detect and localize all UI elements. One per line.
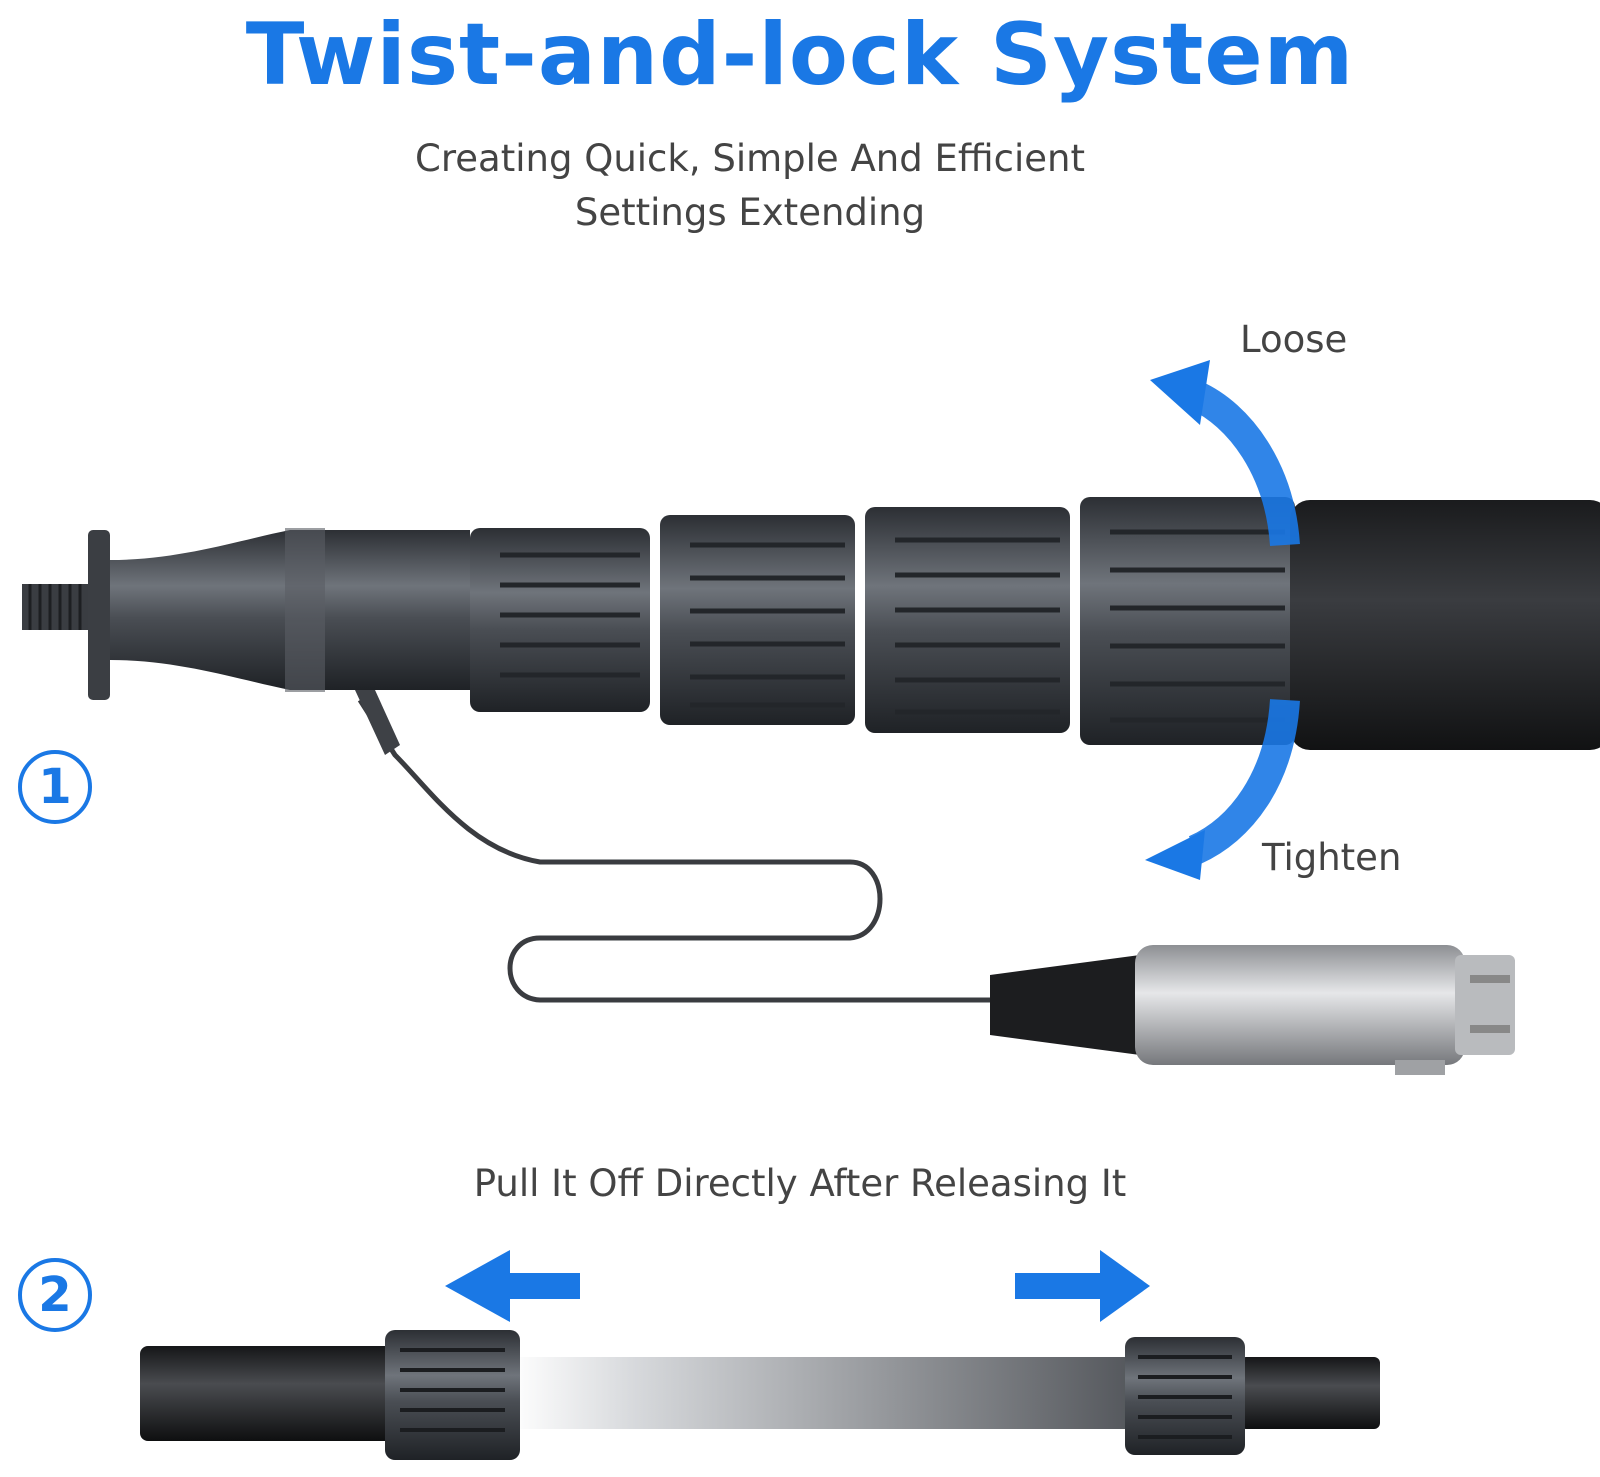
page-subtitle: Creating Quick, Simple And Efficient Set… [350, 132, 1150, 240]
pole-silver-middle [510, 1357, 1130, 1429]
page-title: Twist-and-lock System [245, 5, 1355, 105]
tighten-label: Tighten [1262, 836, 1402, 879]
tighten-arrowhead [1145, 830, 1205, 880]
step-1-badge: 1 [18, 750, 92, 824]
knurled-ring-2 [660, 515, 855, 725]
pole-ring-right [1125, 1337, 1245, 1455]
pole-black-right [1240, 1357, 1380, 1429]
pole-ring-left [385, 1330, 520, 1460]
loose-arrow-icon [1188, 381, 1300, 547]
foam-handle [1290, 500, 1600, 750]
knurled-ring-1 [470, 528, 650, 712]
subtitle-line-2: Settings Extending [574, 191, 926, 234]
pole-black-left [140, 1346, 400, 1441]
knurled-ring-3 [865, 507, 1070, 733]
loose-label: Loose [1240, 318, 1348, 361]
step-2-badge: 2 [18, 1258, 92, 1332]
arrow-left-icon [445, 1250, 580, 1322]
subtitle-line-1: Creating Quick, Simple And Efficient [415, 137, 1085, 180]
cable-strain-relief [355, 690, 400, 755]
loose-arrowhead [1150, 360, 1210, 425]
xlr-cable [357, 698, 990, 1003]
xlr-connector [990, 945, 1515, 1075]
thread-screw [22, 530, 110, 700]
arrow-right-icon [1015, 1250, 1150, 1322]
pull-caption: Pull It Off Directly After Releasing It [473, 1162, 1127, 1205]
tighten-arrow-icon [1188, 698, 1300, 864]
knurled-ring-4 [1080, 497, 1295, 745]
